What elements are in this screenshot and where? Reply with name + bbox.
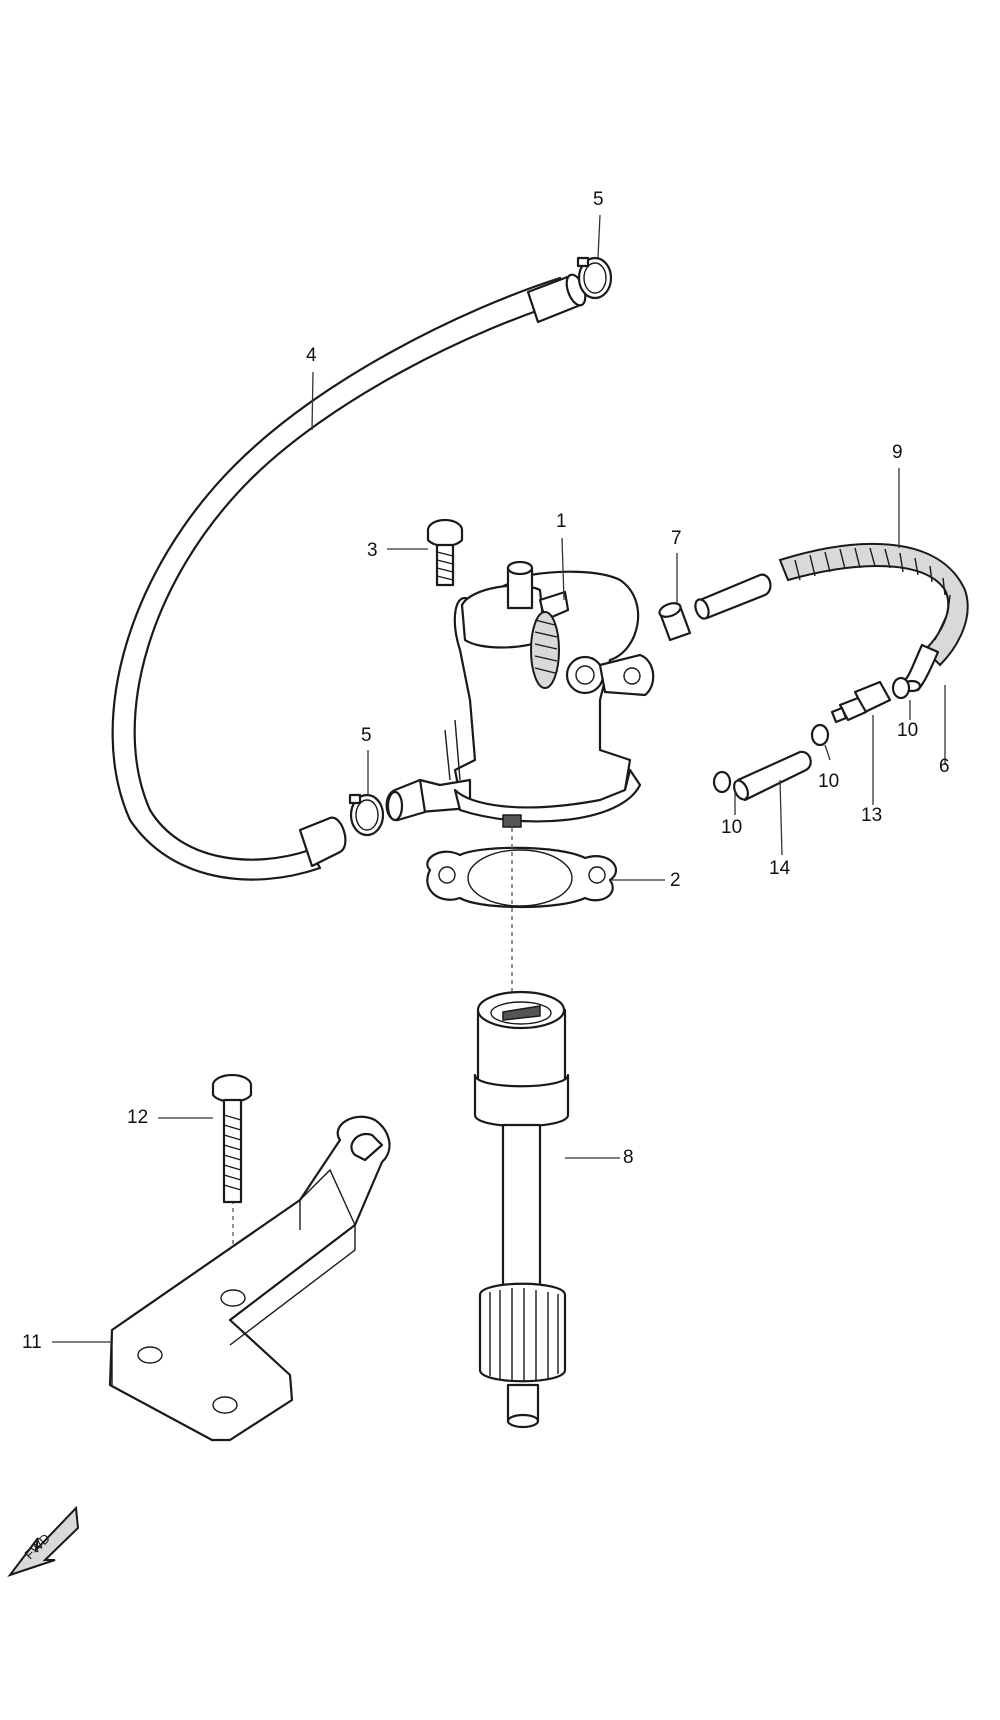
fwd-arrow: FWD	[7, 1505, 80, 1577]
callout-11: 11	[22, 1332, 42, 1353]
clip-part-10-a	[891, 676, 911, 700]
callout-6: 6	[939, 756, 950, 777]
callout-5: 5	[361, 725, 372, 746]
callout-2: 2	[670, 870, 681, 891]
callout-9: 9	[892, 442, 903, 463]
callout-14: 14	[769, 858, 791, 879]
sleeve-part-7	[658, 602, 692, 642]
leader-lines	[52, 214, 946, 1343]
bolt-part-12	[211, 1073, 253, 1204]
clamp-part-5-top	[576, 256, 613, 300]
shaft-part-8	[473, 990, 570, 1429]
callout-7: 7	[671, 528, 682, 549]
callout-4: 4	[306, 345, 317, 366]
callout-12: 12	[127, 1107, 149, 1128]
callout-10: 10	[818, 771, 840, 792]
callout-13: 13	[861, 805, 883, 826]
oil-pump-part-1	[385, 560, 655, 828]
callout-8: 8	[623, 1147, 634, 1168]
gasket-part-2	[426, 846, 617, 909]
fitting-part-13	[830, 680, 892, 724]
callout-3: 3	[367, 540, 378, 561]
braided-hose-part-9	[694, 542, 969, 693]
callout-1: 1	[556, 511, 567, 532]
callout-5: 5	[593, 189, 604, 210]
clip-part-10-b	[810, 723, 830, 747]
clip-part-10-c	[712, 770, 732, 794]
callout-10: 10	[721, 817, 743, 838]
tube-part-14	[733, 750, 812, 802]
screw-part-3	[426, 518, 464, 587]
callout-10: 10	[897, 720, 919, 741]
clamp-part-5-bottom	[348, 793, 385, 837]
bracket-part-11	[108, 1115, 391, 1442]
